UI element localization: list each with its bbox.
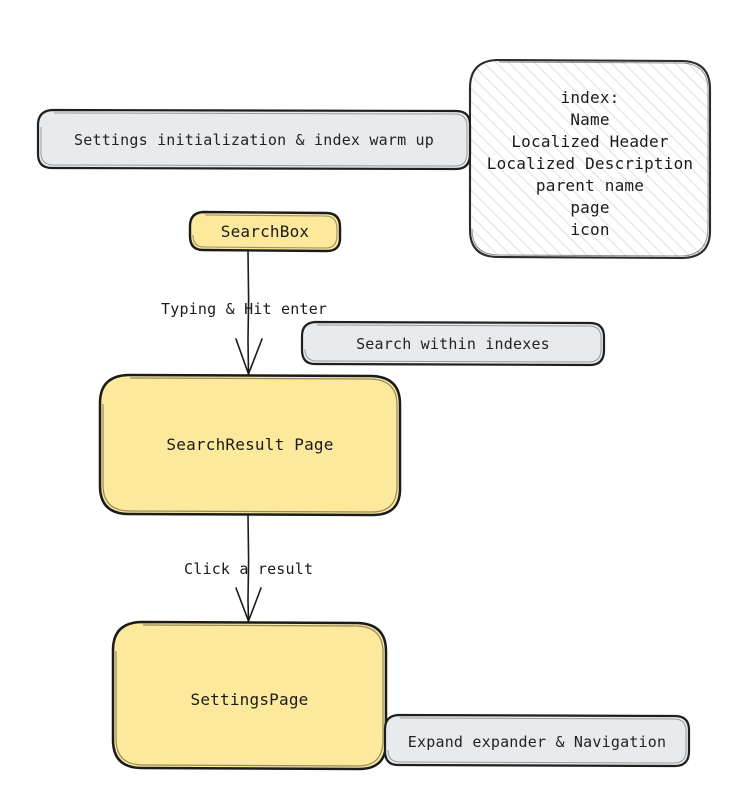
node-settingspage-sketch-overlay xyxy=(115,624,384,767)
node-searchbox[interactable] xyxy=(190,212,340,251)
node-settingspage-shape[interactable] xyxy=(111,620,388,771)
index-field-icon: icon xyxy=(570,220,610,239)
node-searchbox-shape-group[interactable] xyxy=(188,210,342,253)
index-field-name: Name xyxy=(570,110,610,129)
note-expand-sketch-overlay xyxy=(387,717,687,764)
index-field-parent-name: parent name xyxy=(535,176,645,195)
edge-result-arrowhead-left xyxy=(235,587,250,622)
note-search-shape xyxy=(300,320,606,367)
index-box-title: index: xyxy=(560,88,620,107)
edge-searchbox-to-result xyxy=(235,250,263,375)
index-box-shape xyxy=(468,58,712,260)
edge-result-line xyxy=(247,514,250,622)
node-settingspage-shape-group[interactable] xyxy=(111,620,388,771)
edge-searchbox-line xyxy=(247,250,250,375)
index-field-localized-description: Localized Description xyxy=(486,154,694,173)
note-init-shape xyxy=(36,108,472,171)
note-init-shape-group xyxy=(36,108,472,171)
node-searchbox-sketch-overlay xyxy=(192,214,338,249)
note-search-shape-group xyxy=(300,320,606,367)
edge-searchbox-arrowhead-right xyxy=(247,338,263,375)
node-searchbox-shape[interactable] xyxy=(188,210,342,253)
note-init-label: Settings initialization & index warm up xyxy=(74,131,434,149)
note-expand-label: Expand expander & Navigation xyxy=(407,733,667,751)
index-box-sketch-overlay xyxy=(471,61,709,257)
node-searchresult-page[interactable] xyxy=(100,375,400,515)
edge-searchbox-arrowhead-left xyxy=(235,338,250,375)
index-field-localized-header: Localized Header xyxy=(511,132,669,151)
note-expand-shape xyxy=(383,713,691,768)
index-field-page: page xyxy=(570,198,610,217)
edge-result-arrowhead-right xyxy=(247,587,262,622)
edge-searchbox-to-result-label: Typing & Hit enter xyxy=(161,300,328,318)
note-expand-shape-group xyxy=(383,713,691,768)
node-settings-page[interactable] xyxy=(113,622,386,768)
note-search-label: Search within indexes xyxy=(356,335,550,353)
edge-result-to-settings xyxy=(235,514,262,622)
node-searchresult-shape-group[interactable] xyxy=(98,373,402,517)
note-search-sketch-overlay xyxy=(304,324,602,363)
edge-result-to-settings-label: Click a result xyxy=(184,560,314,578)
node-searchresult-sketch-overlay xyxy=(102,377,398,513)
note-init-sketch-overlay xyxy=(40,112,468,167)
index-box xyxy=(468,58,712,260)
node-searchresult-shape[interactable] xyxy=(98,373,402,517)
